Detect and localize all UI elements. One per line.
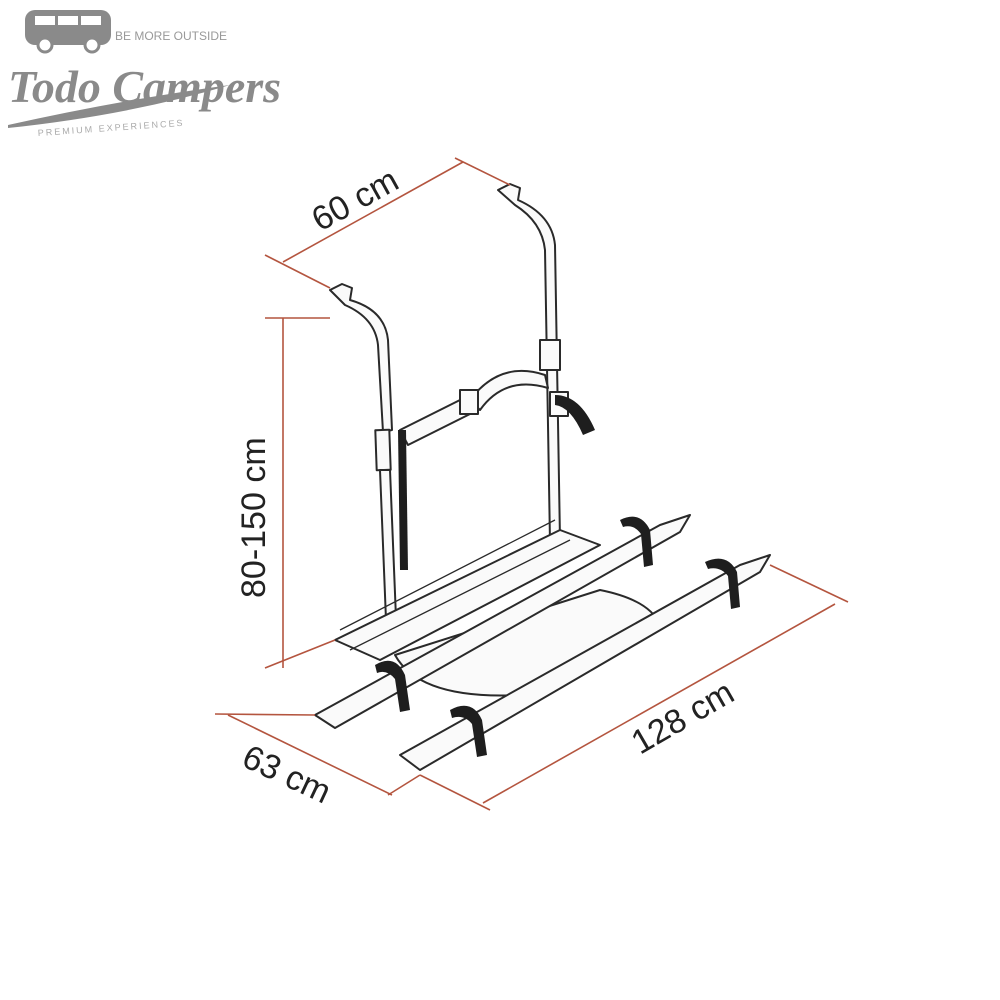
frame-strap-icon <box>398 430 408 570</box>
dimension-height: 80-150 cm <box>235 317 336 669</box>
logo: BE MORE OUTSIDE Todo Campers PREMIUM EXP… <box>8 10 281 138</box>
wheel-strap-icon <box>375 660 410 712</box>
dimension-depth: 63 cm <box>214 713 421 812</box>
logo-swoosh <box>8 85 230 128</box>
dimension-label-63: 63 cm <box>237 738 337 812</box>
dimension-label-80-150: 80-150 cm <box>235 437 273 598</box>
logo-tagline-top: BE MORE OUTSIDE <box>115 29 227 43</box>
wheel-strap-icon <box>450 705 487 757</box>
bike-rack <box>314 183 771 771</box>
camper-van-icon <box>25 10 111 54</box>
dimension-label-128: 128 cm <box>625 673 741 762</box>
dimension-width-top: 60 cm <box>264 157 511 289</box>
frame-strap-icon <box>555 395 595 435</box>
wheel-strap-icon <box>620 516 653 567</box>
dimension-label-60: 60 cm <box>305 161 404 239</box>
wheel-strap-icon <box>705 558 740 609</box>
